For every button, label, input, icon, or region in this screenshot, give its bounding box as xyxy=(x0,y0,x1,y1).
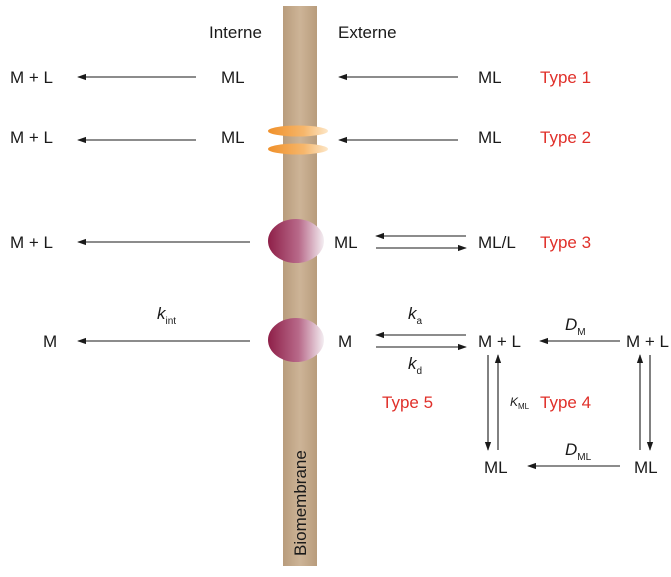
biomembrane xyxy=(283,6,317,566)
d-m-label: DM xyxy=(565,315,586,338)
type2-outside-ml: ML xyxy=(478,128,502,147)
type1-label: Type 1 xyxy=(540,68,591,87)
type5-label: Type 5 xyxy=(382,393,433,412)
type4-ml-left: ML xyxy=(484,458,508,477)
channel-protein-bottom xyxy=(268,143,328,155)
type5-inside-m: M xyxy=(43,332,57,351)
inside-label: Interne xyxy=(209,23,262,42)
outside-label: Externe xyxy=(338,23,397,42)
type4-label: Type 4 xyxy=(540,393,591,412)
carrier-protein-type3 xyxy=(268,219,324,263)
type1-inside-product: M + L xyxy=(10,68,53,87)
type4-ml-right: ML xyxy=(634,458,658,477)
k-a-label: ka xyxy=(408,304,423,327)
type4-m-plus-l-left: M + L xyxy=(478,332,521,351)
type4-m-plus-l-right: M + L xyxy=(626,332,669,351)
type1-outside-ml: ML xyxy=(478,68,502,87)
type2-inside-ml: ML xyxy=(221,128,245,147)
k-int-label: kint xyxy=(157,304,176,327)
type3-ml: ML xyxy=(334,233,358,252)
type3-ml-l: ML/L xyxy=(478,233,516,252)
type5-outside-m: M xyxy=(338,332,352,351)
type2-inside-product: M + L xyxy=(10,128,53,147)
k-ml-label: KML xyxy=(510,395,530,411)
k-d-label: kd xyxy=(408,354,422,377)
type3-inside-product: M + L xyxy=(10,233,53,252)
type1-inside-ml: ML xyxy=(221,68,245,87)
carrier-protein-type5 xyxy=(268,318,324,362)
channel-protein-top xyxy=(268,125,328,137)
type2-label: Type 2 xyxy=(540,128,591,147)
d-ml-label: DML xyxy=(565,440,592,463)
biomembrane-label: Biomembrane xyxy=(291,450,310,556)
type3-label: Type 3 xyxy=(540,233,591,252)
